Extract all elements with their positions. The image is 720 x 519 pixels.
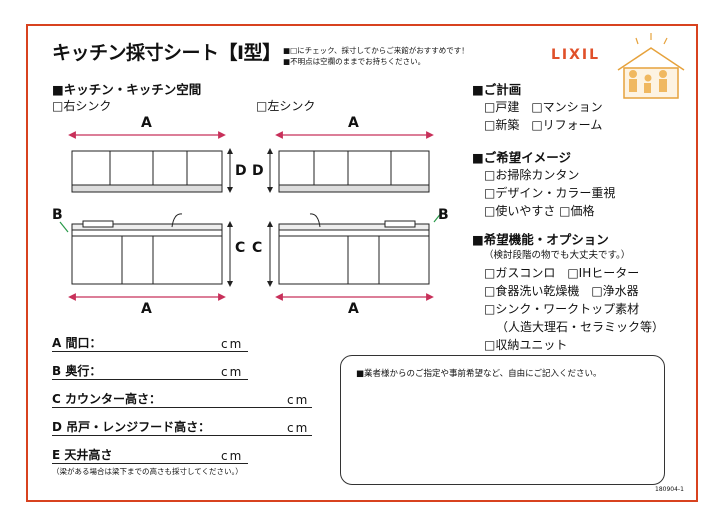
label-a-left-top: A xyxy=(141,115,152,131)
field-c-label: C カウンター高さ： xyxy=(52,392,161,406)
field-c-unit: cm xyxy=(287,393,310,407)
label-d-right: D xyxy=(252,163,264,179)
brand-logo: LIXIL xyxy=(551,47,601,63)
label-a-right-top: A xyxy=(348,115,359,131)
field-e-label: E 天井高さ xyxy=(52,448,113,462)
field-d-input[interactable] xyxy=(52,435,312,436)
options-heading: ■希望機能・オプション xyxy=(472,232,609,247)
label-b-right: B xyxy=(438,207,449,223)
option-material-detail: （人造大理石・セラミック等） xyxy=(496,320,665,334)
plan-heading: ■ご計画 xyxy=(472,82,522,97)
field-d-label: D 吊戸・レンジフード高さ： xyxy=(52,420,211,434)
label-c-right: C xyxy=(252,240,263,256)
options-subnote: （検討段階の物でも大丈夫です。） xyxy=(484,250,631,261)
document-code: 180904-1 xyxy=(655,486,684,493)
image-option-usability-price[interactable]: □使いやすさ □価格 xyxy=(484,204,595,218)
field-a-input[interactable] xyxy=(52,351,248,352)
right-sink-checkbox[interactable]: □右シンク xyxy=(52,99,112,113)
field-a-label: A 間口： xyxy=(52,336,102,350)
image-option-easy-clean[interactable]: □お掃除カンタン xyxy=(484,168,580,182)
page-title: キッチン採寸シート【I型】 xyxy=(52,42,281,64)
image-option-design[interactable]: □デザイン・カラー重視 xyxy=(484,186,616,200)
label-d-left: D xyxy=(235,163,247,179)
label-c-left: C xyxy=(235,240,246,256)
option-stove[interactable]: □ガスコンロ □IHヒーター xyxy=(484,266,640,280)
image-heading: ■ご希望イメージ xyxy=(472,150,572,165)
field-a-unit: cm xyxy=(221,337,244,351)
field-b-unit: cm xyxy=(221,365,244,379)
comment-prompt: ■業者様からのご指定や事前希望など、自由にご記入ください。 xyxy=(356,369,602,379)
kitchen-section-heading: ■キッチン・キッチン空間 xyxy=(52,82,202,97)
option-storage[interactable]: □収納ユニット xyxy=(484,338,568,352)
field-d-unit: cm xyxy=(287,421,310,435)
note-blank: ■不明点は空欄のままでお持ちください。 xyxy=(283,57,426,66)
plan-row-building[interactable]: □戸建 □マンション xyxy=(484,100,603,114)
sheet-border xyxy=(26,24,698,502)
label-b-left: B xyxy=(52,207,63,223)
field-e-input[interactable] xyxy=(52,463,248,464)
comment-box[interactable] xyxy=(340,355,665,485)
field-b-label: B 奥行： xyxy=(52,364,102,378)
left-sink-checkbox[interactable]: □左シンク xyxy=(256,99,316,113)
label-a-right-bottom: A xyxy=(348,301,359,317)
field-b-input[interactable] xyxy=(52,379,248,380)
label-a-left-bottom: A xyxy=(141,301,152,317)
option-dishwasher[interactable]: □食器洗い乾燥機 □浄水器 xyxy=(484,284,639,298)
note-check: ■□にチェック、採寸してからご来館がおすすめです！ xyxy=(283,46,469,55)
plan-row-construction[interactable]: □新築 □リフォーム xyxy=(484,118,603,132)
field-e-unit: cm xyxy=(221,449,244,463)
ceiling-note: （梁がある場合は梁下までの高さも採寸してください。） xyxy=(52,467,243,476)
option-sink-material[interactable]: □シンク・ワークトップ素材 xyxy=(484,302,640,316)
field-c-input[interactable] xyxy=(52,407,312,408)
